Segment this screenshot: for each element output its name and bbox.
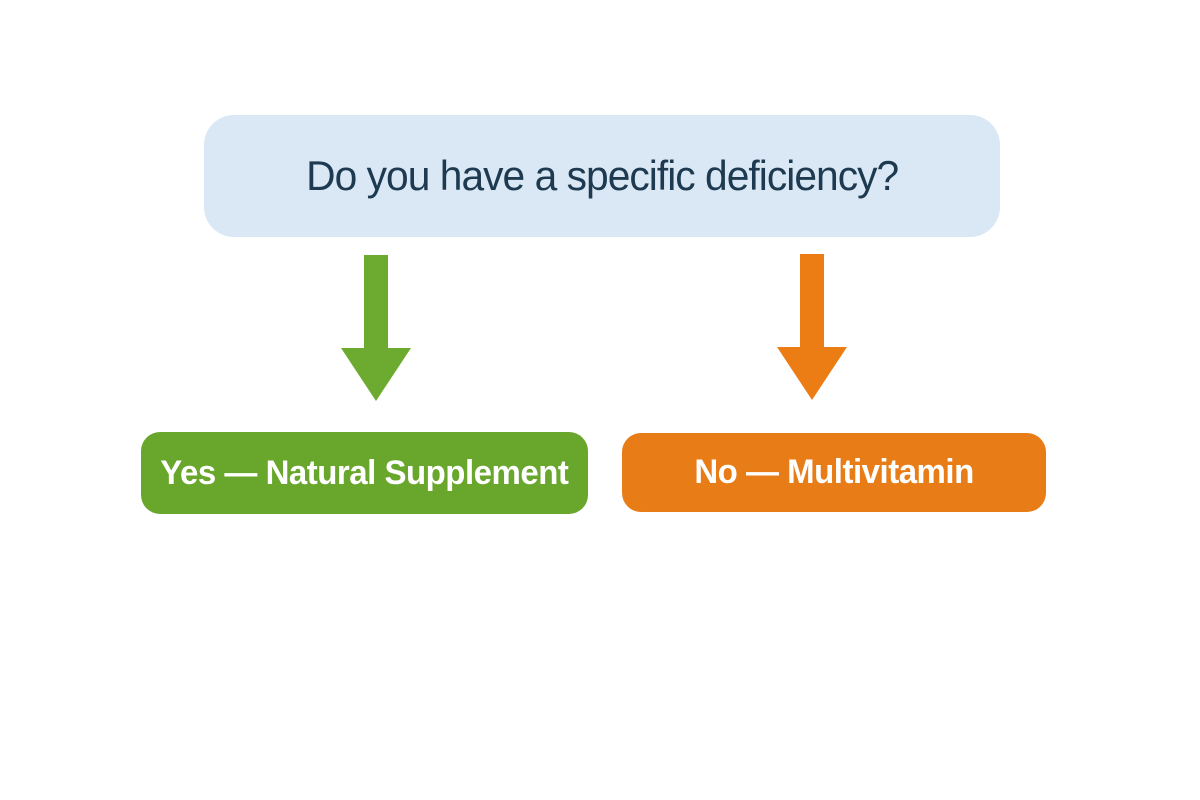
yes-node-label: Yes — Natural Supplement xyxy=(160,453,569,492)
no-node: No — Multivitamin xyxy=(622,433,1046,512)
no-node-label: No — Multivitamin xyxy=(694,453,974,491)
down-arrow-icon xyxy=(341,255,411,401)
down-arrow-shape xyxy=(341,255,411,401)
down-arrow-shape xyxy=(777,254,847,400)
question-node: Do you have a specific deficiency? xyxy=(204,115,1000,237)
down-arrow-icon xyxy=(777,254,847,400)
question-label: Do you have a specific deficiency? xyxy=(305,152,899,199)
yes-node: Yes — Natural Supplement xyxy=(141,432,588,514)
